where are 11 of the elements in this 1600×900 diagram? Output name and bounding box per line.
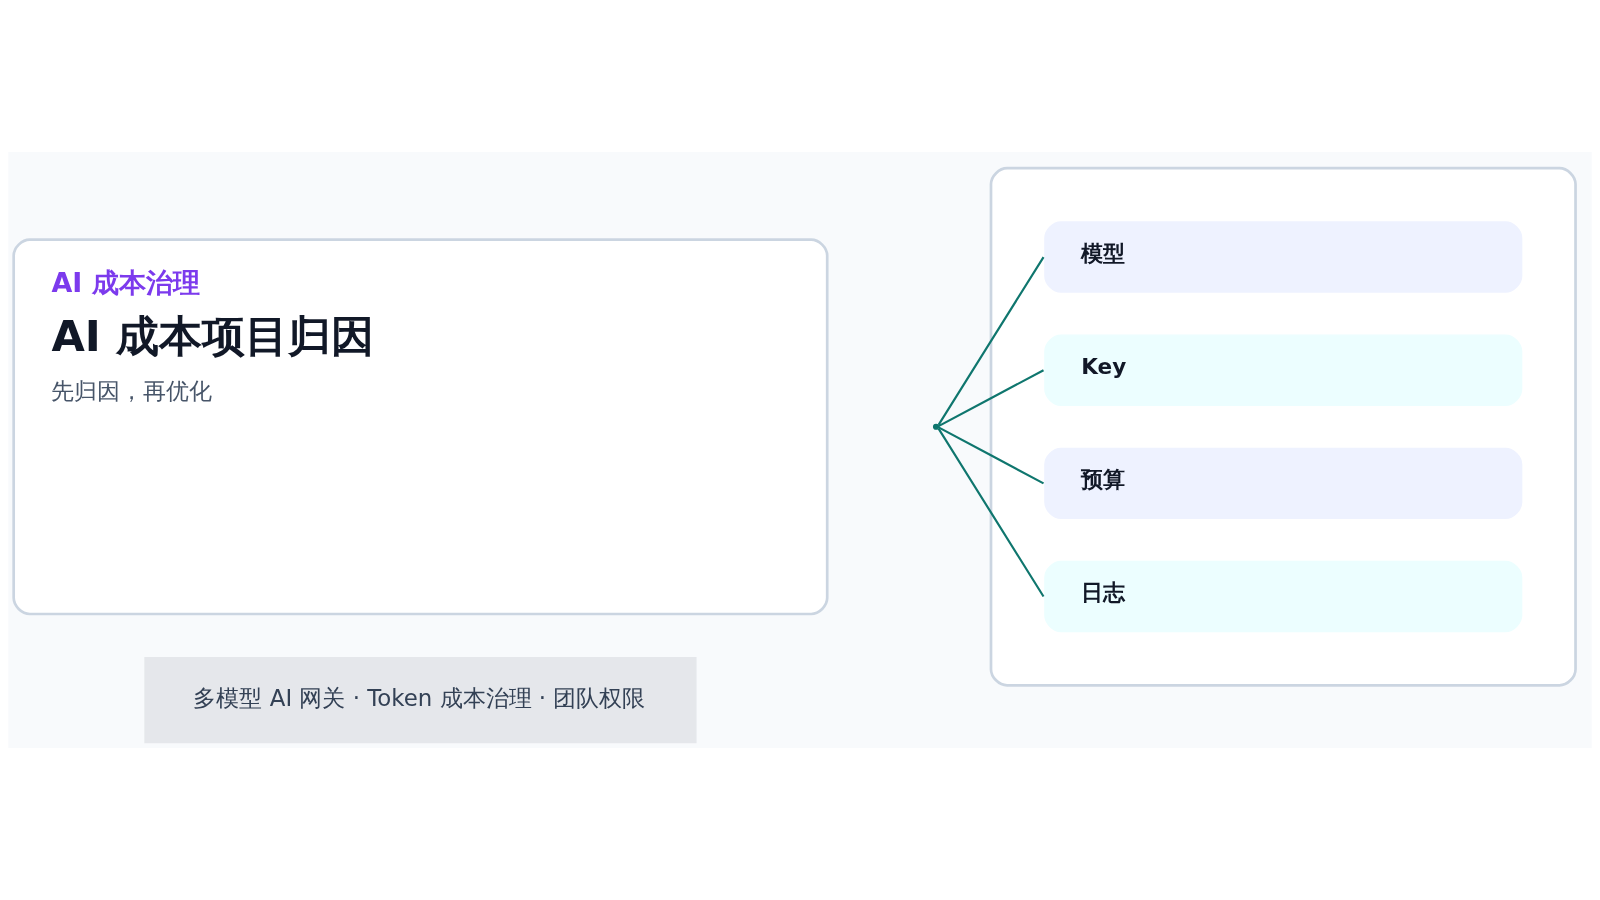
connector — [937, 256, 1045, 426]
connector — [938, 426, 1045, 485]
connector — [938, 369, 1045, 428]
node-box: AI 成本治理 AI 成本项目归因 先归因，再优化 — [12, 238, 829, 616]
cluster — [989, 166, 1577, 687]
node-box: 模型 — [1044, 221, 1523, 293]
connector — [937, 428, 1045, 598]
node-point — [932, 423, 940, 430]
node-box: 预算 — [1044, 447, 1523, 520]
node-box: 日志 — [1044, 560, 1523, 633]
node-box: Key — [1044, 334, 1523, 406]
